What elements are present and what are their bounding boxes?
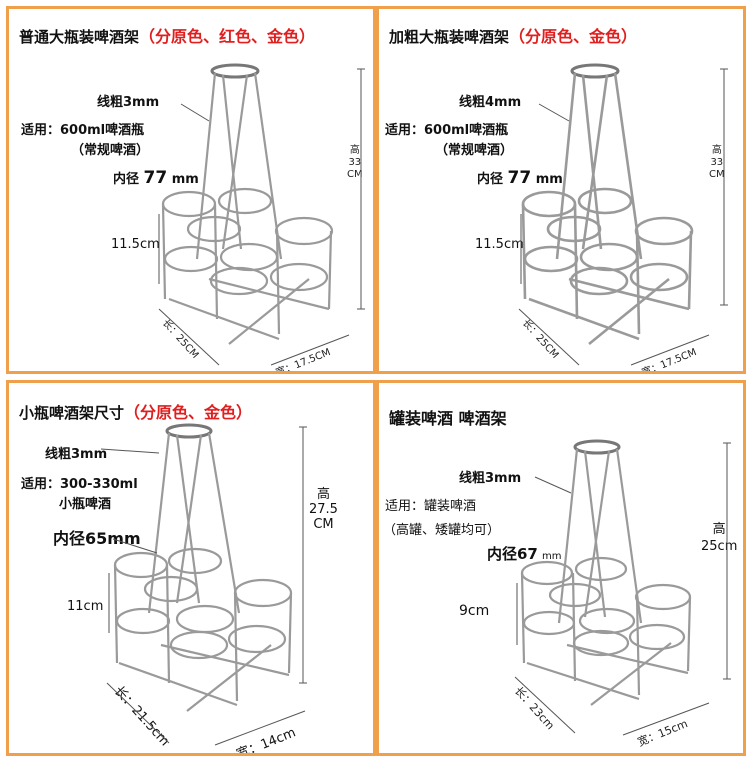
wire-thickness: 线粗3mm: [45, 447, 108, 462]
panel-title: 普通大瓶装啤酒架（分原色、红色、金色）: [19, 27, 316, 46]
usage-label: 适用：300-330ml: [21, 477, 138, 492]
diameter-label: 内径 77 mm: [113, 168, 199, 188]
panel-title: 小瓶啤酒架尺寸（分原色、金色）: [19, 403, 253, 422]
color-options: （分原色、金色）: [124, 403, 253, 422]
ring-height: 11cm: [67, 599, 104, 614]
ring-height: 9cm: [459, 603, 490, 619]
panel-title: 加粗大瓶装啤酒架（分原色、金色）: [389, 27, 638, 46]
usage-sub: （常规啤酒）: [71, 143, 150, 158]
ring-height: 11.5cm: [111, 237, 160, 252]
color-options: （分原色、红色、金色）: [139, 27, 316, 46]
usage-label: 适用：罐装啤酒: [385, 499, 477, 514]
bottle-rack-illustration: [100, 423, 307, 746]
ring-height: 11.5cm: [475, 237, 524, 252]
usage-sub: （高罐、矮罐均可）: [383, 523, 501, 538]
bottle-rack-illustration: [158, 63, 365, 366]
usage-sub: （常规啤酒）: [435, 143, 514, 158]
wire-thickness: 线粗3mm: [97, 95, 160, 110]
product-panel-small-bottle: 小瓶啤酒架尺寸（分原色、金色） 线粗3mm 适用：300-330ml 小瓶啤酒 …: [6, 380, 376, 756]
usage-label: 适用：600ml啤酒瓶: [21, 123, 145, 138]
usage-sub: 小瓶啤酒: [59, 497, 112, 512]
product-panel-thick-bottle: 加粗大瓶装啤酒架（分原色、金色） 线粗4mm 适用：600ml啤酒瓶 （常规啤酒…: [376, 6, 746, 374]
usage-label: 适用：600ml啤酒瓶: [385, 123, 509, 138]
diameter-label: 内径 77 mm: [477, 168, 563, 188]
can-rack-illustration: [514, 439, 731, 736]
product-panel-standard-bottle: 普通大瓶装啤酒架（分原色、红色、金色） 线粗3mm 适用：600ml啤酒瓶 （常…: [6, 6, 376, 374]
color-options: （分原色、金色）: [509, 27, 638, 46]
diameter-label: 内径65mm: [53, 529, 141, 548]
product-panel-can: 罐装啤酒 啤酒架 线粗3mm 适用：罐装啤酒 （高罐、矮罐均可） 内径67 mm…: [376, 380, 746, 756]
bottle-rack-illustration: [518, 63, 728, 366]
wire-thickness: 线粗4mm: [459, 95, 522, 110]
wire-thickness: 线粗3mm: [459, 471, 522, 486]
diameter-label: 内径67 mm: [487, 545, 562, 563]
panel-title: 罐装啤酒 啤酒架: [389, 409, 507, 428]
